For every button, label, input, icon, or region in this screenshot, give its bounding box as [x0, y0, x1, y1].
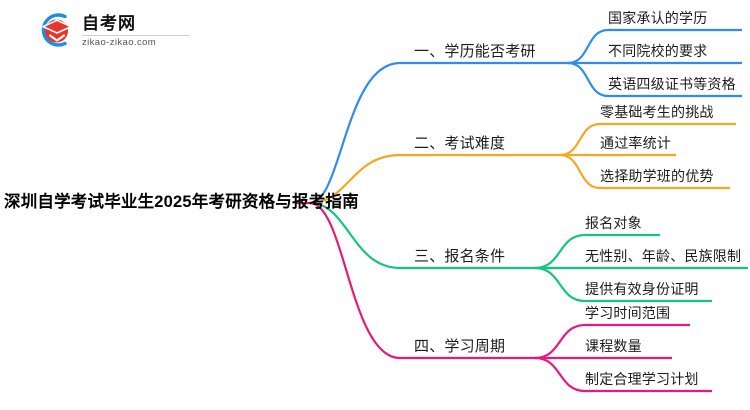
- branch-connectors-1: [309, 28, 742, 205]
- leaf-label-1-3: 英语四级证书等资格: [608, 76, 736, 92]
- leaf-curve-2-3: [559, 153, 730, 190]
- branch-curve-4: [309, 201, 535, 360]
- leaf-label-4-1: 学习时间范围: [585, 305, 671, 321]
- branch-curve-2: [309, 153, 560, 205]
- leaf-label-2-1: 零基础考生的挑战: [600, 104, 714, 120]
- zikao-logo-icon: [34, 9, 76, 51]
- leaf-label-3-1: 报名对象: [585, 215, 642, 231]
- branch-label-2: 二、考试难度: [414, 135, 506, 152]
- leaf-curve-1-3: [567, 61, 742, 98]
- leaf-label-2-2: 通过率统计: [600, 135, 671, 151]
- leaf-label-4-2: 课程数量: [585, 338, 642, 354]
- leaf-label-3-2: 无性别、年龄、民族限制: [585, 248, 742, 264]
- leaf-curve-3-3: [534, 266, 712, 303]
- branch-curve-3: [309, 201, 535, 270]
- branch-label-3: 三、报名条件: [414, 248, 506, 265]
- branch-connectors-2: [309, 122, 736, 205]
- logo-divider: [82, 34, 190, 36]
- branch-connectors-4: [309, 201, 712, 393]
- branch-label-4: 四、学习周期: [414, 338, 506, 355]
- logo-text-block: 自考网 zikao-zikao.com: [82, 13, 190, 48]
- leaf-curve-4-1: [534, 323, 690, 360]
- branch-connectors-3: [309, 201, 748, 303]
- leaf-curve-1-1: [567, 28, 742, 65]
- leaf-curve-3-1: [534, 233, 660, 270]
- leaf-label-1-2: 不同院校的要求: [608, 43, 708, 59]
- logo-domain: zikao-zikao.com: [82, 36, 157, 48]
- leaf-label-1-1: 国家承认的学历: [608, 10, 708, 26]
- leaf-label-3-3: 提供有效身份证明: [585, 281, 699, 297]
- root-topic: 深圳自学考试毕业生2025年考研资格与报考指南: [4, 193, 359, 211]
- branch-curve-1: [309, 61, 568, 205]
- branch-label-1: 一、学历能否考研: [414, 43, 536, 60]
- leaf-curve-4-3: [534, 356, 712, 393]
- logo-title: 自考网: [82, 13, 136, 33]
- leaf-label-4-3: 制定合理学习计划: [585, 371, 699, 387]
- site-logo: 自考网 zikao-zikao.com: [34, 8, 204, 52]
- leaf-label-2-3: 选择助学班的优势: [600, 168, 714, 184]
